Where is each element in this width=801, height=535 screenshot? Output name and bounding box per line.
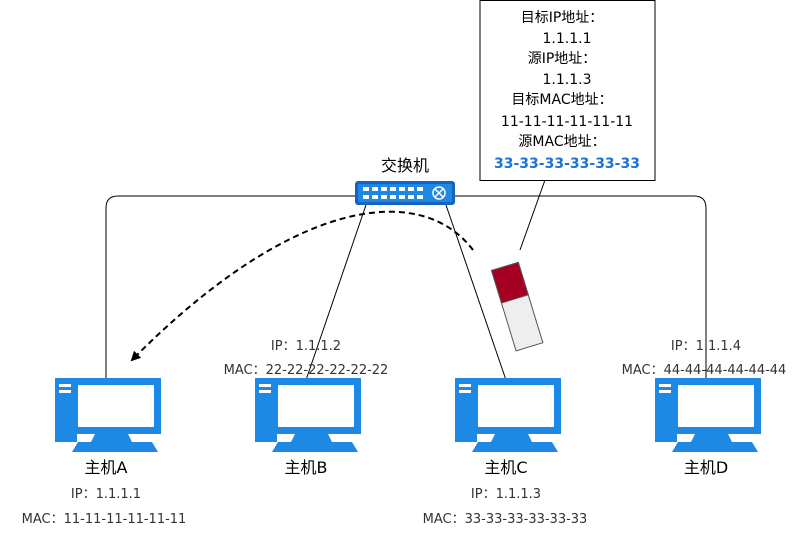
host-a: 主机A IP：1.1.1.1 MAC：11-11-11-11-11-11: [22, 378, 187, 527]
host-c-name: 主机C: [484, 458, 527, 477]
callout-line-0: 目标IP地址：: [521, 10, 604, 26]
callout-line-2: 源IP地址：: [528, 51, 597, 67]
host-a-name: 主机A: [85, 458, 128, 477]
callout-highlight-mac: 33-33-33-33-33-33: [494, 156, 640, 172]
host-d-name: 主机D: [684, 458, 728, 477]
link-switch-host-d: [455, 195, 707, 380]
host-d-ip: IP：1.1.1.4: [671, 339, 741, 354]
desktop-computer-icon: [655, 378, 761, 452]
callout-line-5: 11-11-11-11-11-11: [501, 114, 633, 130]
link-switch-host-b: [305, 204, 367, 381]
forwarding-arrow: [130, 210, 474, 362]
host-b: IP：1.1.1.2 MAC：22-22-22-22-22-22 主机B: [224, 339, 389, 477]
callout-line-3: 1.1.1.3: [543, 72, 592, 88]
switch-label: 交换机: [381, 156, 429, 175]
link-switch-host-c: [445, 204, 507, 381]
host-d-mac: MAC：44-44-44-44-44-44: [622, 363, 787, 378]
link-switch-host-a: [105, 195, 355, 380]
desktop-computer-icon: [455, 378, 561, 452]
host-a-ip: IP：1.1.1.1: [71, 487, 141, 502]
data-packet-icon: [490, 261, 544, 352]
desktop-computer-icon: [255, 378, 361, 452]
callout-line-4: 目标MAC地址：: [511, 92, 612, 108]
host-c-ip: IP：1.1.1.3: [471, 487, 541, 502]
callout-line-6: 源MAC地址：: [518, 134, 605, 150]
host-b-mac: MAC：22-22-22-22-22-22: [224, 363, 389, 378]
host-a-mac: MAC：11-11-11-11-11-11: [22, 512, 187, 527]
host-d: IP：1.1.1.4 MAC：44-44-44-44-44-44 主机D: [622, 339, 787, 477]
host-b-name: 主机B: [285, 458, 328, 477]
network-switch-icon: [355, 181, 455, 205]
desktop-computer-icon: [55, 378, 161, 452]
host-c-mac: MAC：33-33-33-33-33-33: [423, 512, 588, 527]
host-b-ip: IP：1.1.1.2: [271, 339, 341, 354]
host-c: 主机C IP：1.1.1.3 MAC：33-33-33-33-33-33: [423, 378, 588, 527]
callout-line-1: 1.1.1.1: [543, 31, 592, 47]
packet-info-callout: 目标IP地址： 1.1.1.1 源IP地址： 1.1.1.3 目标MAC地址： …: [479, 0, 656, 251]
